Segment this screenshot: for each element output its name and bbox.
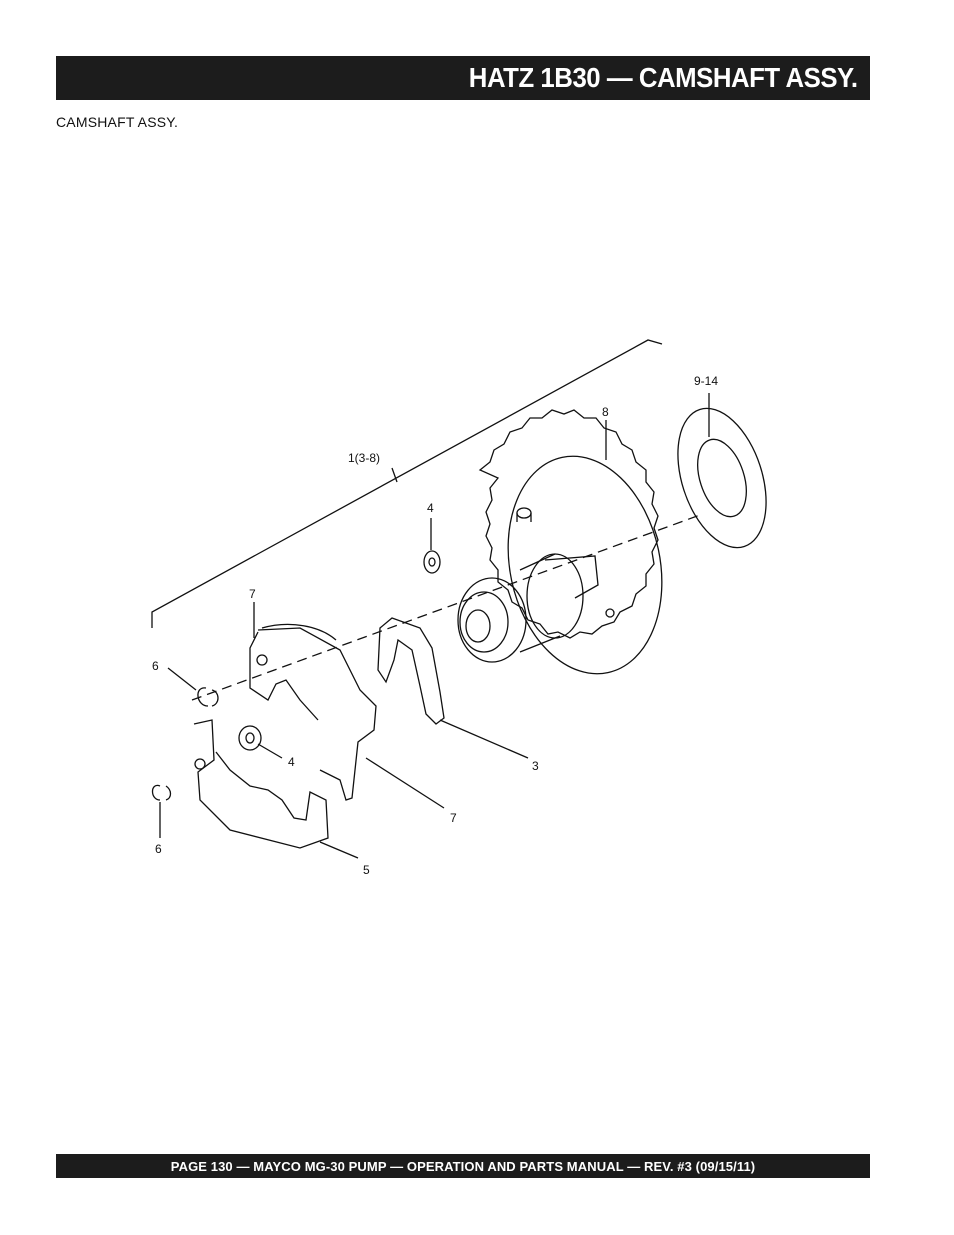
camshaft-gear <box>478 409 663 675</box>
circlip-bottom <box>151 784 161 801</box>
callout-4-bottom: 4 <box>288 755 295 769</box>
title-bar: HATZ 1B30 — CAMSHAFT ASSY. <box>56 56 870 100</box>
governor-plate <box>249 623 445 809</box>
callout-1-3-8: 1(3-8) <box>348 451 380 465</box>
callout-6-bottom: 6 <box>155 842 162 856</box>
callout-5: 5 <box>363 863 370 877</box>
callout-7-bottom: 7 <box>450 811 457 825</box>
bottom-plate <box>193 719 359 859</box>
camshaft-hub <box>457 553 599 663</box>
washer-bottom <box>238 725 262 751</box>
circlip-top <box>197 687 209 707</box>
callout-6-top: 6 <box>152 659 159 673</box>
callout-7-top: 7 <box>249 587 256 601</box>
governor-bracket <box>377 617 445 725</box>
callout-3: 3 <box>532 759 539 773</box>
callout-4-top: 4 <box>427 501 434 515</box>
section-subtitle: CAMSHAFT ASSY. <box>56 114 179 130</box>
callout-8: 8 <box>602 405 609 419</box>
washer-top <box>423 550 441 574</box>
footer-bar: PAGE 130 — MAYCO MG-30 PUMP — OPERATION … <box>56 1154 870 1178</box>
thrust-washer <box>677 407 767 549</box>
page-title: HATZ 1B30 — CAMSHAFT ASSY. <box>469 62 858 93</box>
footer-text: PAGE 130 — MAYCO MG-30 PUMP — OPERATION … <box>170 1158 756 1174</box>
callout-9-14: 9-14 <box>694 374 718 388</box>
